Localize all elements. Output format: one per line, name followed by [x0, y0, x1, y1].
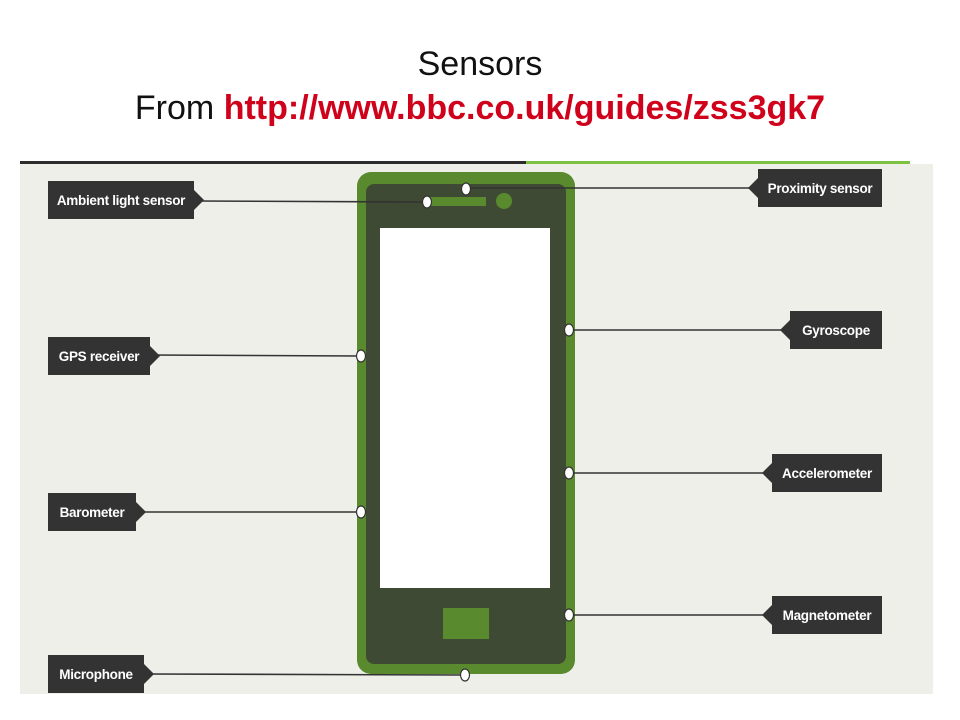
source-prefix: From — [134, 89, 224, 127]
source-link[interactable]: http://www.bbc.co.uk/guides/zss3gk7 — [223, 89, 826, 127]
title-source: From http://www.bbc.co.uk/guides/zss3gk7 — [0, 86, 960, 130]
dot-ambient-light — [421, 195, 433, 209]
dot-proximity — [460, 182, 472, 196]
dot-barometer — [355, 505, 367, 519]
label-microphone: Microphone — [48, 655, 154, 693]
label-gyroscope: Gyroscope — [780, 311, 882, 349]
sensor-diagram: Ambient light sensor GPS receiver Barome… — [20, 164, 933, 694]
phone-screen — [380, 228, 550, 588]
dot-accelerometer — [563, 466, 575, 480]
sensor-dots — [355, 182, 575, 682]
label-magnetometer: Magnetometer — [762, 596, 882, 634]
label-accelerometer: Accelerometer — [762, 454, 882, 492]
camera-icon — [496, 193, 512, 209]
label-gps-receiver: GPS receiver — [48, 337, 160, 375]
phone-illustration — [136, 172, 790, 682]
dot-microphone — [459, 668, 471, 682]
dot-magnetometer — [563, 608, 575, 622]
top-rule-green — [526, 161, 910, 164]
label-proximity-sensor: Proximity sensor — [748, 169, 882, 207]
dot-gyroscope — [563, 323, 575, 337]
label-barometer: Barometer — [48, 493, 146, 531]
slide-title: Sensors From http://www.bbc.co.uk/guides… — [0, 42, 960, 130]
line-microphone — [143, 673, 465, 676]
connector-lines — [136, 187, 790, 676]
dot-gps — [355, 349, 367, 363]
top-rule-dark — [20, 161, 526, 164]
line-ambient-light — [195, 200, 427, 203]
title-heading: Sensors — [417, 45, 543, 83]
label-ambient-light-sensor: Ambient light sensor — [48, 181, 204, 219]
earpiece-icon — [426, 197, 486, 206]
home-button-icon — [443, 608, 489, 639]
line-gps — [149, 354, 361, 357]
